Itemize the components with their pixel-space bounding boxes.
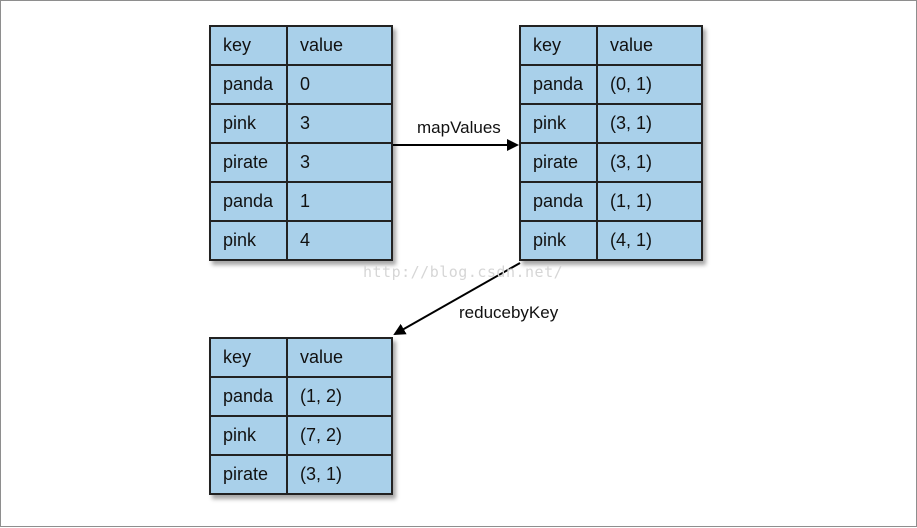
map-values-label: mapValues	[417, 118, 501, 137]
key-cell: pink	[209, 103, 288, 144]
key-cell: panda	[209, 181, 288, 222]
reduce-by-key-label: reducebyKey	[459, 303, 559, 322]
value-cell: (3, 1)	[596, 103, 703, 144]
table-header-row: key value	[209, 25, 393, 66]
key-cell: pirate	[209, 142, 288, 183]
key-cell: pink	[519, 220, 598, 261]
value-cell: 0	[286, 64, 393, 105]
table-row: pink 3	[209, 103, 393, 144]
value-cell: (4, 1)	[596, 220, 703, 261]
value-cell: (3, 1)	[286, 454, 393, 495]
value-header: value	[596, 25, 703, 66]
key-cell: pink	[209, 415, 288, 456]
key-cell: pink	[209, 220, 288, 261]
key-cell: panda	[209, 64, 288, 105]
table-row: pirate (3, 1)	[519, 142, 703, 183]
key-cell: panda	[519, 181, 598, 222]
key-cell: pirate	[519, 142, 598, 183]
key-header: key	[209, 337, 288, 378]
key-cell: pink	[519, 103, 598, 144]
table-header-row: key value	[209, 337, 393, 378]
table-row: pink (4, 1)	[519, 220, 703, 261]
table-row: panda (1, 2)	[209, 376, 393, 417]
table-row: panda (0, 1)	[519, 64, 703, 105]
table-row: panda (1, 1)	[519, 181, 703, 222]
value-cell: 1	[286, 181, 393, 222]
value-header: value	[286, 337, 393, 378]
value-cell: 3	[286, 142, 393, 183]
reduced-pair-table: key value panda (1, 2) pink (7, 2) pirat…	[209, 337, 393, 495]
table-row: pink (7, 2)	[209, 415, 393, 456]
value-cell: (0, 1)	[596, 64, 703, 105]
table-header-row: key value	[519, 25, 703, 66]
watermark-text: http://blog.csdn.net/	[363, 263, 564, 281]
table-row: pirate 3	[209, 142, 393, 183]
key-header: key	[209, 25, 288, 66]
value-cell: (1, 2)	[286, 376, 393, 417]
key-cell: pirate	[209, 454, 288, 495]
input-pair-table: key value panda 0 pink 3 pirate 3 panda …	[209, 25, 393, 261]
table-row: panda 1	[209, 181, 393, 222]
key-cell: panda	[209, 376, 288, 417]
table-row: panda 0	[209, 64, 393, 105]
reduce-by-key-arrow	[393, 262, 521, 335]
key-cell: panda	[519, 64, 598, 105]
value-cell: 3	[286, 103, 393, 144]
value-header: value	[286, 25, 393, 66]
table-row: pink (3, 1)	[519, 103, 703, 144]
value-cell: (7, 2)	[286, 415, 393, 456]
value-cell: 4	[286, 220, 393, 261]
table-row: pirate (3, 1)	[209, 454, 393, 495]
key-header: key	[519, 25, 598, 66]
value-cell: (1, 1)	[596, 181, 703, 222]
value-cell: (3, 1)	[596, 142, 703, 183]
mapped-pair-table: key value panda (0, 1) pink (3, 1) pirat…	[519, 25, 703, 261]
table-row: pink 4	[209, 220, 393, 261]
